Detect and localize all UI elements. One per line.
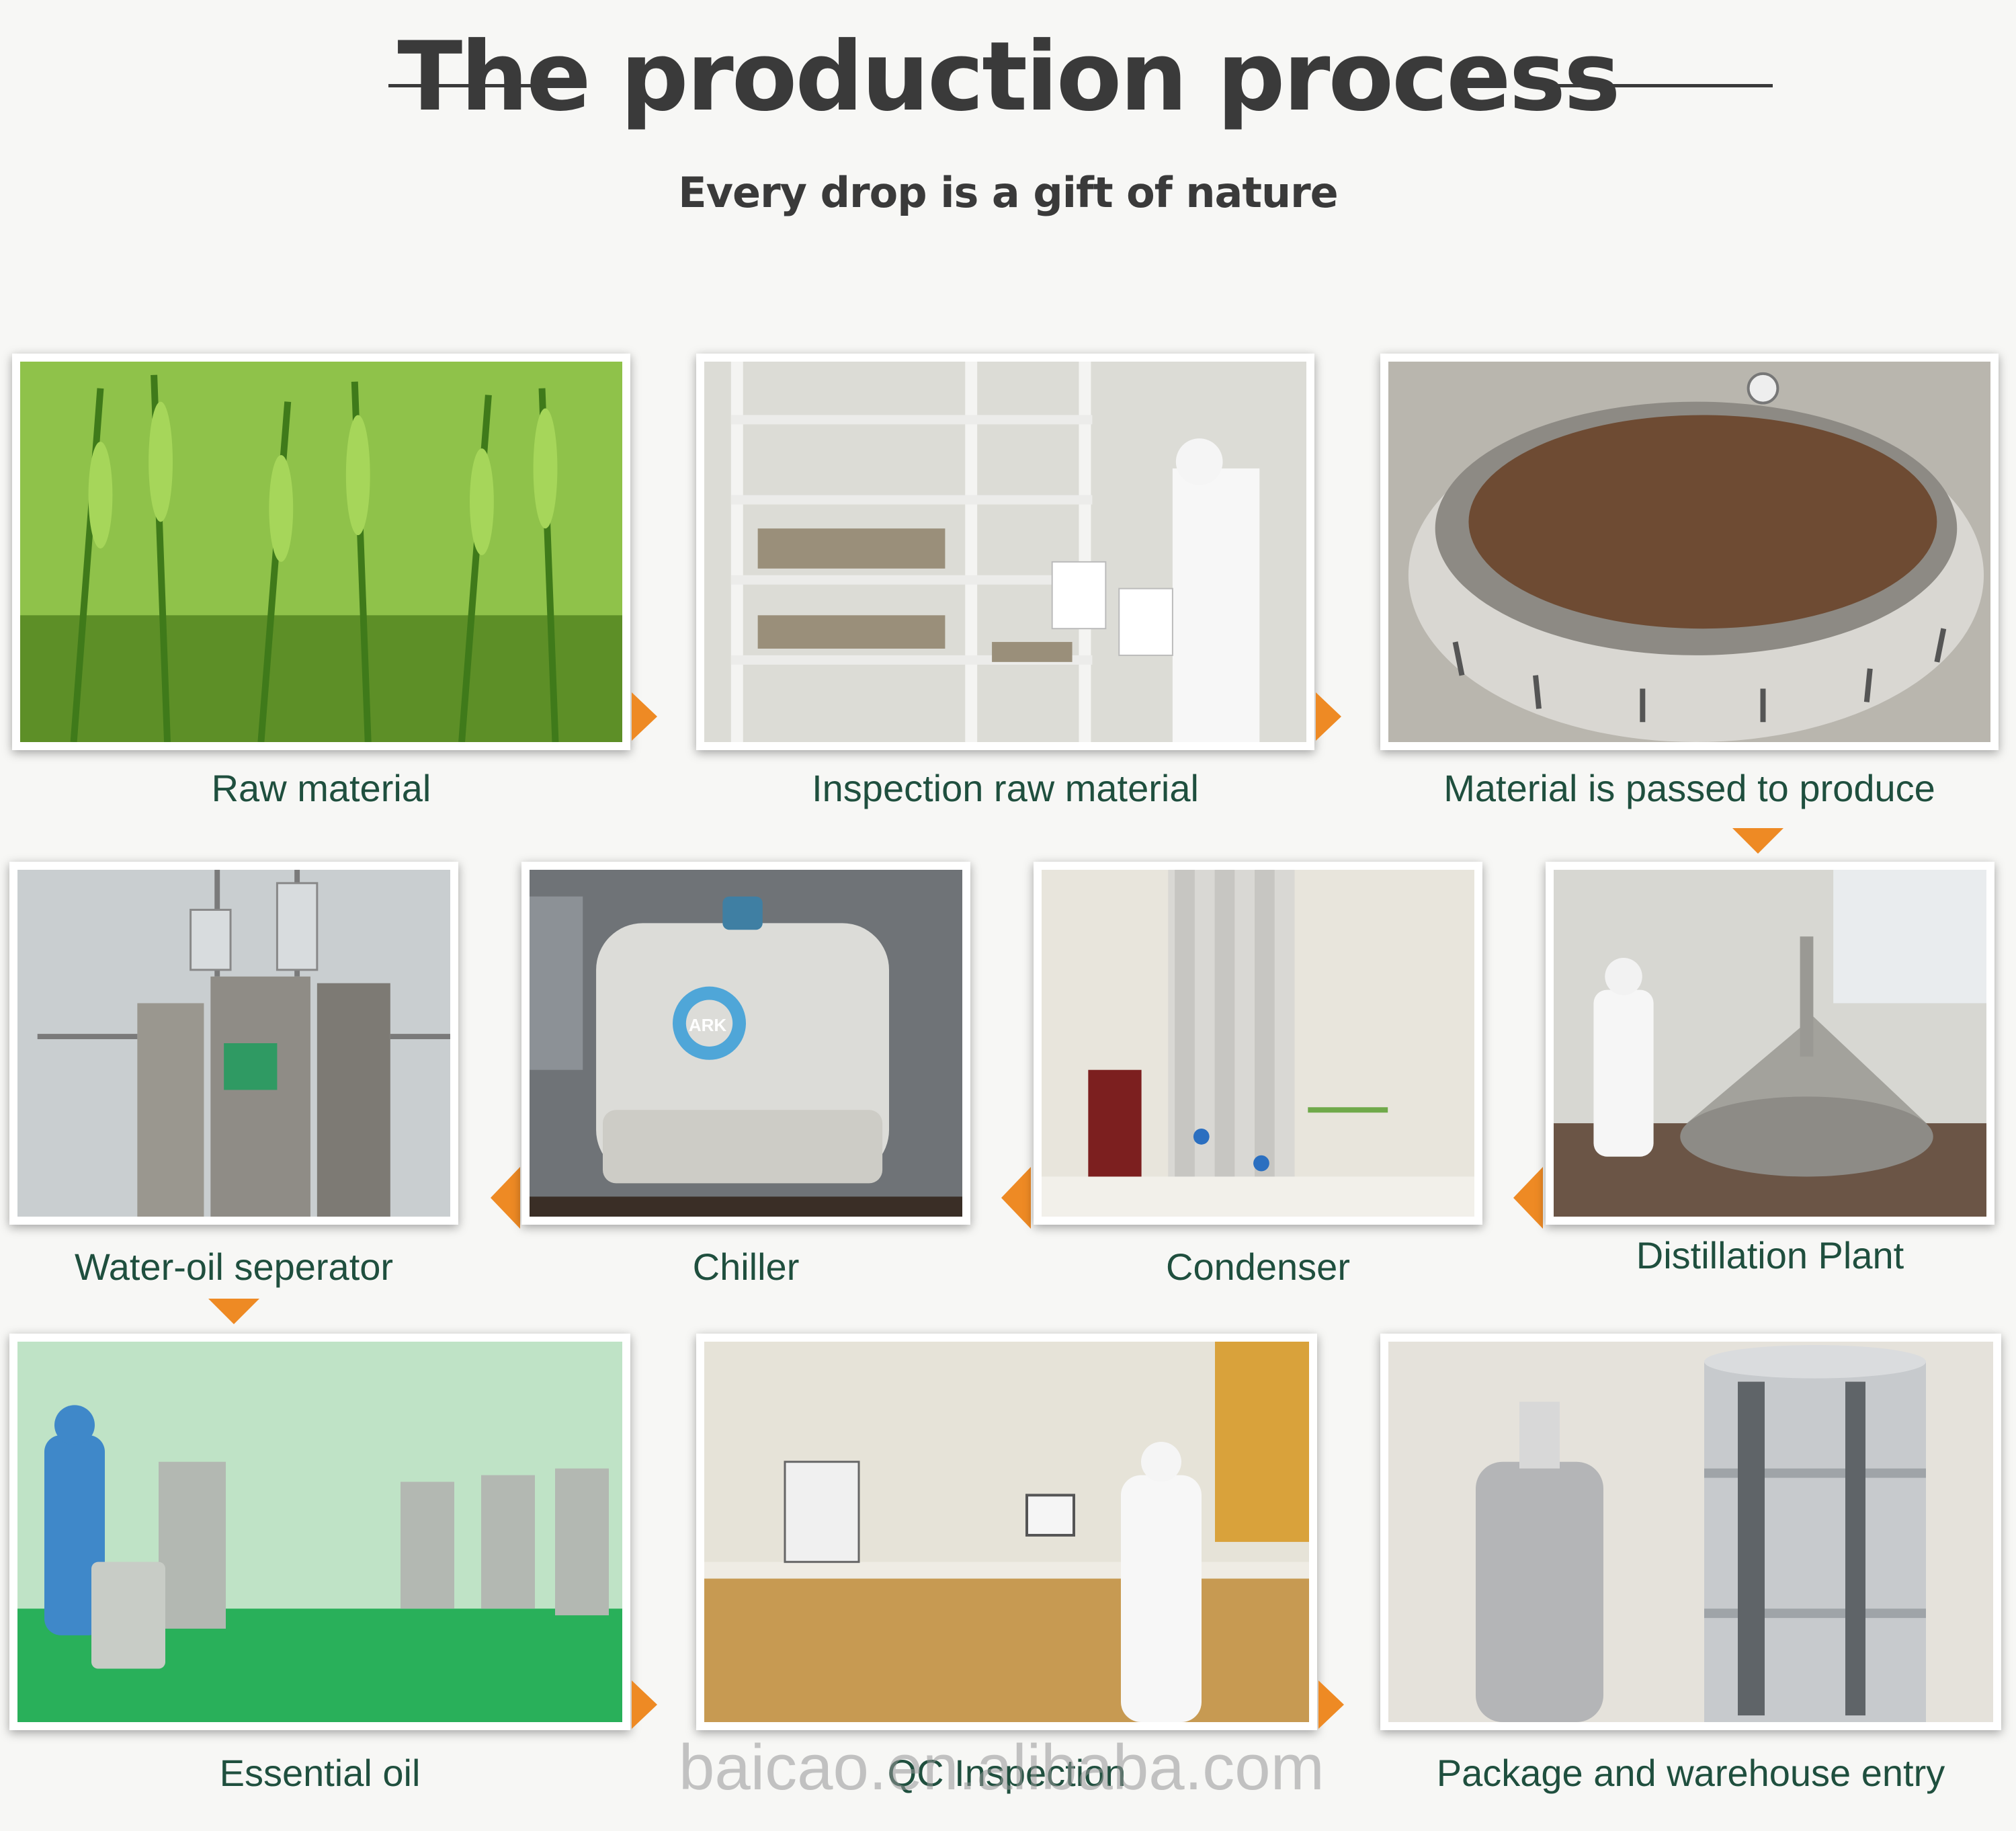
package-photo [1388, 1342, 1993, 1722]
page-subtitle: Every drop is a gift of nature [678, 168, 1338, 217]
chiller-photo [530, 870, 962, 1217]
caption-condenser: Condenser [1166, 1246, 1350, 1288]
step-card-chiller [521, 862, 970, 1225]
caption-water-oil: Water-oil seperator [74, 1246, 394, 1288]
page-title: The production process [397, 22, 1620, 132]
distillation-photo [1554, 870, 1986, 1217]
caption-inspection: Inspection raw material [812, 767, 1199, 809]
caption-package: Package and warehouse entry [1436, 1752, 1945, 1794]
step-card-qc [696, 1334, 1317, 1730]
step-card-package [1380, 1334, 2001, 1730]
step-card-condenser [1034, 862, 1482, 1225]
arrow-down-1 [1732, 828, 1783, 854]
title-rule-left [388, 84, 570, 87]
step-card-distillation [1546, 862, 1994, 1225]
step-card-water-oil [9, 862, 458, 1225]
arrow-right-1 [632, 692, 657, 741]
step-card-inspection [696, 354, 1314, 750]
caption-chiller: Chiller [692, 1246, 800, 1288]
step-card-raw-material [12, 354, 630, 750]
material-passed-photo [1388, 362, 1990, 742]
watermark: baicao.en.alibaba.com [679, 1732, 1325, 1803]
arrow-left-2 [1001, 1167, 1031, 1229]
arrow-down-2 [208, 1299, 259, 1324]
arrow-right-4 [632, 1680, 657, 1729]
arrow-left-3 [491, 1167, 520, 1229]
arrow-left-1 [1513, 1167, 1543, 1229]
caption-qc: QC Inspection [887, 1752, 1126, 1794]
caption-distillation: Distillation Plant [1636, 1234, 1904, 1276]
condenser-photo [1042, 870, 1474, 1217]
water-oil-photo [17, 870, 450, 1217]
qc-photo [704, 1342, 1309, 1722]
arrow-right-5 [1318, 1680, 1344, 1729]
caption-raw-material: Raw material [211, 767, 431, 809]
raw-material-photo [20, 362, 622, 742]
step-card-material-passed [1380, 354, 1999, 750]
caption-essential-oil: Essential oil [219, 1752, 421, 1794]
essential-oil-photo [17, 1342, 622, 1722]
title-rule-right [1558, 84, 1773, 87]
caption-material-passed: Material is passed to produce [1443, 767, 1935, 809]
chiller-brand-logo: ARK [688, 1015, 727, 1035]
step-card-essential-oil [9, 1334, 630, 1730]
arrow-right-2 [1316, 692, 1341, 741]
inspection-photo [704, 362, 1306, 742]
